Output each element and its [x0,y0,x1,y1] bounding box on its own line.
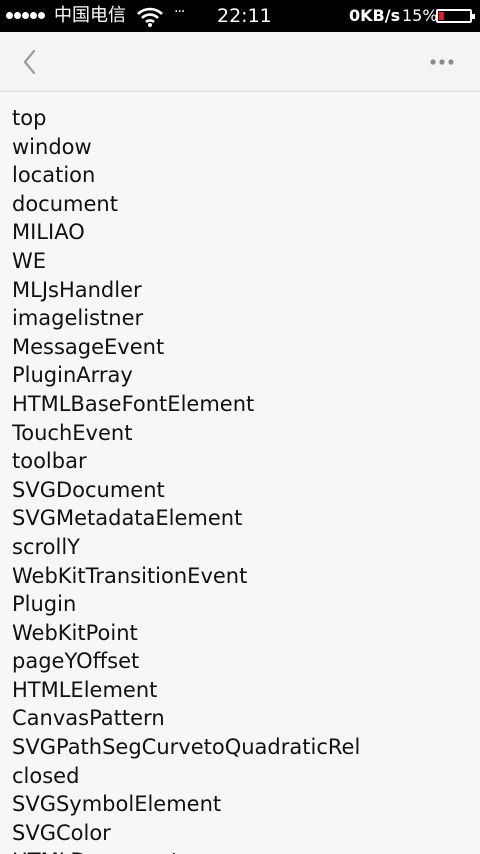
list-item: HTMLElement [12,677,158,702]
list-item: closed [12,763,80,788]
list-item: pageYOffset [12,649,140,674]
list-item: WE [12,248,47,273]
list-item: CanvasPattern [12,706,165,731]
list-item: toolbar [12,449,87,474]
list-item: SVGSymbolElement [12,792,222,817]
list-item: SVGPathSegCurvetoQuadraticRel [12,735,361,760]
list-item: MessageEvent [12,334,165,359]
list-item: SVGDocument [12,477,165,502]
list-item: HTMLDocument [12,847,480,854]
wifi-icon [137,7,163,27]
list-item: SVGMetadataElement [12,506,243,531]
list-item: window [12,134,92,159]
list-item: PluginArray [12,363,133,388]
battery-percent: 15% [402,6,438,25]
network-speed: 0KB/s [349,6,401,25]
list-item: document [12,191,118,216]
signal-strength-icon [6,12,45,19]
list-item: Plugin [12,592,77,617]
carrier-name: 中国电信 [54,5,126,26]
list-item: WebKitPoint [12,620,138,645]
list-item: top [12,106,47,130]
list-item: location [12,163,96,188]
notification-more-icon: ··· [174,4,185,20]
chevron-left-icon [23,49,36,75]
list-item: scrollY [12,534,81,559]
clock-time: 22:11 [217,5,272,27]
list-item: WebKitTransitionEvent [12,563,248,588]
list-item: MILIAO [12,220,85,245]
more-options-button[interactable] [426,50,458,74]
list-item: SVGColor [12,820,111,845]
back-button[interactable] [14,46,46,78]
battery-icon [436,9,475,23]
list-item: HTMLBaseFontElement [12,391,255,416]
list-item: MLJsHandler [12,277,142,302]
toolbar [0,32,480,92]
status-bar: 中国电信 ··· 22:11 0KB/s 15% [0,0,480,32]
battery-level-fill [439,12,444,20]
list-item: TouchEvent [12,420,133,445]
list-item: imagelistner [12,306,144,331]
more-horizontal-icon [430,59,454,65]
